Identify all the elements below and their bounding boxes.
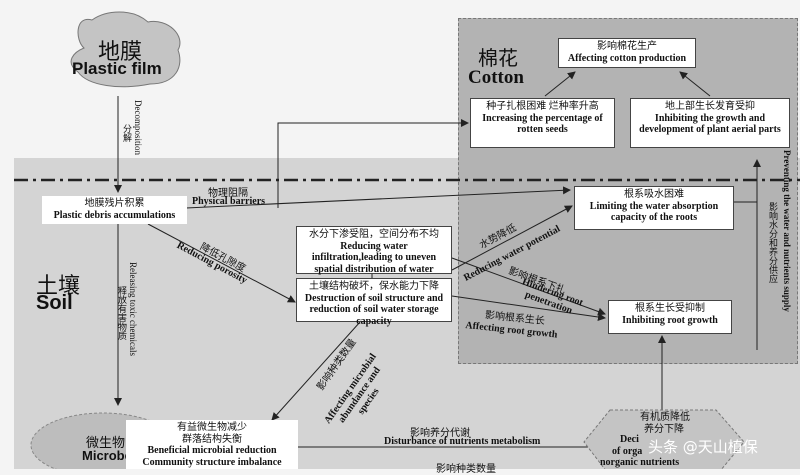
physical-en: Physical barriers [192,196,266,207]
affecting-cotton-cn: 影响棉花生产 [597,41,657,52]
infiltration-cn: 水分下渗受阻，空间分布不均 [309,229,439,240]
organic-hexagon [583,409,745,469]
preventing-en: Preventing the water and nutrients suppl… [782,150,792,312]
organic-cn2: 养分下降 [644,424,684,435]
toxic-cn: 释放有害物质 [117,286,127,340]
cotton-en: Cotton [468,67,524,88]
organic-en-a: Deci [620,434,639,445]
affecting-cotton-en: Affecting cotton production [567,52,687,64]
root-inhibit-cn: 根系生长受抑制 [635,303,705,314]
beneficial-box: 有益微生物减少 群落结构失衡 Beneficial microbial redu… [126,420,298,469]
organic-en-c: norganic nutrients [600,457,680,468]
nutrients-metab-cn: 影响养分代谢 [410,428,470,439]
organic-en-b: of orga [612,446,643,457]
film-en: Plastic film [72,59,162,78]
film-cn: 地膜 [98,39,143,64]
seeds-en: Increasing the percentage of rotten seed… [482,112,603,136]
soil-cn: 土壤 [36,273,81,298]
preventing-cn: 影响水分和养分供应 [768,202,778,283]
infiltration-en: Reducing water infiltration,leading to u… [311,240,437,275]
beneficial-en: Beneficial microbial reduction [147,445,277,456]
absorption-box: 根系吸水困难 Limiting the water absorption cap… [574,186,734,230]
root-inhibit-box: 根系生长受抑制 Inhibiting root growth [608,300,732,334]
watermark: 头条 @天山植保 [648,438,758,456]
beneficial-cn: 有益微生物减少 [177,422,247,433]
decomposition-en: Decomposition [133,100,143,155]
seeds-box: 种子扎根困难 烂种率升高 Increasing the percentage o… [470,98,615,148]
beneficial-cn2: 群落结构失衡 [182,433,242,445]
decomposition-cn: 分解 [122,124,132,142]
debris-box: 地膜残片积累 Plastic debris accumulations [42,196,187,224]
soil-en: Soil [36,292,73,314]
structure-en: Destruction of soil structure and reduct… [304,292,444,327]
microbe-cn: 微生物 [86,435,126,450]
beneficial-en2: Community structure imbalance [142,456,282,468]
toxic-en: Releasing toxic chemicals [128,262,138,356]
cotton-cn: 棉花 [478,48,518,70]
debris-en: Plastic debris accumulations [53,209,176,221]
microbe-en: Microbe [82,448,132,463]
plastic-film-blob [70,11,181,88]
infiltration-box: 水分下渗受阻，空间分布不均 Reducing water infiltratio… [296,226,452,275]
organic-cn: 有机质降低 [640,412,690,423]
absorption-cn: 根系吸水困难 [624,189,684,200]
species-num-cn: 影响种类数量 [436,464,496,475]
structure-box: 土壤结构破坏，保水能力下降 Destruction of soil struct… [296,278,452,327]
nutrients-metab-en: Disturbance of nutrients metabolism [384,436,541,447]
structure-cn: 土壤结构破坏，保水能力下降 [309,281,439,292]
root-inhibit-en: Inhibiting root growth [622,314,718,326]
aerial-box: 地上部生长发育受抑 Inhibiting the growth and deve… [630,98,790,148]
aerial-en: Inhibiting the growth and development of… [639,112,781,136]
cotton-production-box: 影响棉花生产 Affecting cotton production [558,38,696,68]
physical-cn: 物理阻隔 [208,188,248,199]
debris-cn: 地膜残片积累 [84,198,145,209]
aerial-cn: 地上部生长发育受抑 [665,101,755,112]
absorption-en: Limiting the water absorption capacity o… [589,200,719,224]
seeds-cn: 种子扎根困难 烂种率升高 [486,101,599,112]
